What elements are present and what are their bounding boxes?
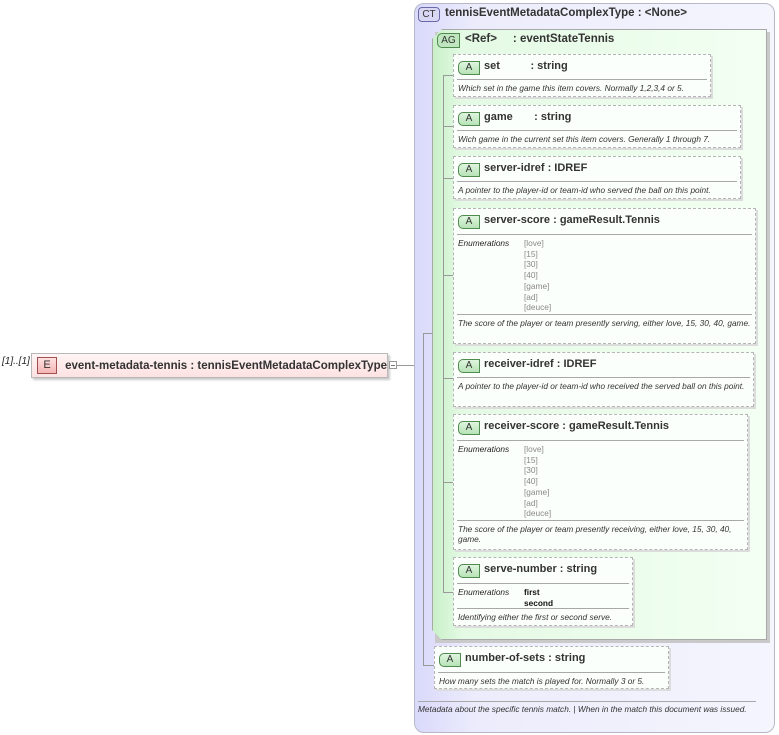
- attribute-receiver-score[interactable]: A receiver-score : gameResult.Tennis Enu…: [453, 414, 748, 550]
- attribute-badge-icon: A: [458, 61, 480, 75]
- attribute-number-of-sets[interactable]: A number-of-sets : string How many sets …: [434, 646, 669, 689]
- attribute-name: receiver-idref : IDREF: [484, 358, 597, 370]
- enum-value: [game]: [524, 280, 550, 291]
- enum-value: [40]: [524, 476, 538, 487]
- attribute-doc: A pointer to the player-id or team-id wh…: [458, 185, 711, 195]
- attribute-doc: How many sets the match is played for. N…: [439, 676, 645, 686]
- attribute-server-score[interactable]: A server-score : gameResult.Tennis Enume…: [453, 208, 756, 344]
- attribute-group-title: <Ref> : eventStateTennis: [465, 33, 615, 45]
- complex-type-badge-icon: CT: [418, 7, 440, 22]
- divider: [457, 130, 737, 131]
- attribute-group-badge-icon: AG: [437, 33, 460, 48]
- attribute-name: server-idref : IDREF: [484, 162, 588, 174]
- connector-line: [423, 333, 424, 665]
- divider: [457, 377, 750, 378]
- divider: [438, 672, 665, 673]
- enum-value: [deuce]: [524, 508, 552, 519]
- attribute-game[interactable]: A game : string Wich game in the current…: [453, 105, 741, 148]
- enumeration-list: [love] [15] [30] [40] [game] [ad] [deuce…: [524, 444, 551, 519]
- attribute-server-idref[interactable]: A server-idref : IDREF A pointer to the …: [453, 156, 741, 199]
- connector-line: [443, 75, 444, 592]
- enum-value: [15]: [524, 248, 538, 259]
- enum-value: [30]: [524, 259, 538, 270]
- element-badge-icon: E: [37, 357, 58, 374]
- attribute-badge-icon: A: [458, 359, 480, 373]
- connector-line: [443, 126, 453, 127]
- element-node-event-metadata-tennis[interactable]: E event-metadata-tennis : tennisEventMet…: [31, 353, 388, 378]
- attribute-set[interactable]: A set : string Which set in the game thi…: [453, 54, 711, 97]
- enumerations-label: Enumerations: [458, 444, 510, 454]
- attribute-name: serve-number : string: [484, 563, 598, 575]
- complex-type-title: tennisEventMetadataComplexType : <None>: [445, 7, 687, 19]
- attribute-name: number-of-sets : string: [465, 652, 586, 664]
- enum-value: [15]: [524, 454, 538, 465]
- connector-line: [443, 592, 453, 593]
- attribute-doc: Wich game in the current set this item c…: [458, 134, 711, 144]
- connector-line: [423, 333, 433, 334]
- connector-line: [443, 378, 453, 379]
- attribute-doc: Identifying either the first or second s…: [458, 612, 613, 622]
- attribute-name: server-score : gameResult.Tennis: [484, 214, 660, 226]
- divider: [457, 79, 707, 80]
- connector-line: [423, 665, 435, 666]
- enum-value: first: [524, 587, 540, 597]
- enum-value: [40]: [524, 270, 538, 281]
- enum-value: [game]: [524, 486, 550, 497]
- attribute-doc: A pointer to the player-id or team-id wh…: [458, 381, 745, 391]
- divider: [457, 314, 752, 315]
- divider: [457, 608, 629, 609]
- element-title: event-metadata-tennis : tennisEventMetad…: [65, 359, 387, 372]
- connector-line: [443, 275, 453, 276]
- enum-value: [deuce]: [524, 302, 552, 313]
- divider: [457, 440, 744, 441]
- attribute-badge-icon: A: [458, 163, 480, 177]
- enum-value: [love]: [524, 444, 544, 454]
- attribute-receiver-idref[interactable]: A receiver-idref : IDREF A pointer to th…: [453, 352, 754, 407]
- attribute-name: game : string: [484, 111, 572, 123]
- occurrence-label: [1]..[1]: [2, 356, 30, 367]
- divider: [418, 701, 756, 702]
- attribute-doc: Which set in the game this item covers. …: [458, 83, 684, 93]
- enum-value: [30]: [524, 465, 538, 476]
- attribute-doc: The score of the player or team presentl…: [458, 524, 732, 544]
- enum-value: [ad]: [524, 497, 538, 508]
- enumeration-list: [love] [15] [30] [40] [game] [ad] [deuce…: [524, 238, 551, 313]
- divider: [457, 583, 629, 584]
- attribute-name: set : string: [484, 60, 568, 72]
- enum-value: [love]: [524, 238, 544, 248]
- enum-value: [ad]: [524, 291, 538, 302]
- attribute-serve-number[interactable]: A serve-number : string Enumerations fir…: [453, 557, 633, 626]
- enumerations-label: Enumerations: [458, 587, 510, 597]
- complex-type-doc: Metadata about the specific tennis match…: [418, 704, 747, 714]
- connector-line: [443, 482, 453, 483]
- connector-line: [397, 365, 423, 366]
- attribute-name: receiver-score : gameResult.Tennis: [484, 420, 670, 432]
- divider: [457, 520, 744, 521]
- collapse-toggle-icon[interactable]: [389, 361, 397, 369]
- connector-line: [443, 75, 453, 76]
- enum-value: second: [524, 597, 554, 608]
- connector-line: [443, 178, 453, 179]
- attribute-badge-icon: A: [458, 215, 480, 229]
- attribute-badge-icon: A: [458, 112, 480, 126]
- attribute-badge-icon: A: [439, 653, 461, 667]
- enumeration-list: first second: [524, 587, 553, 608]
- attribute-badge-icon: A: [458, 421, 480, 435]
- divider: [457, 181, 737, 182]
- divider: [457, 234, 752, 235]
- attribute-doc: The score of the player or team presentl…: [458, 318, 751, 328]
- attribute-badge-icon: A: [458, 564, 480, 578]
- enumerations-label: Enumerations: [458, 238, 510, 248]
